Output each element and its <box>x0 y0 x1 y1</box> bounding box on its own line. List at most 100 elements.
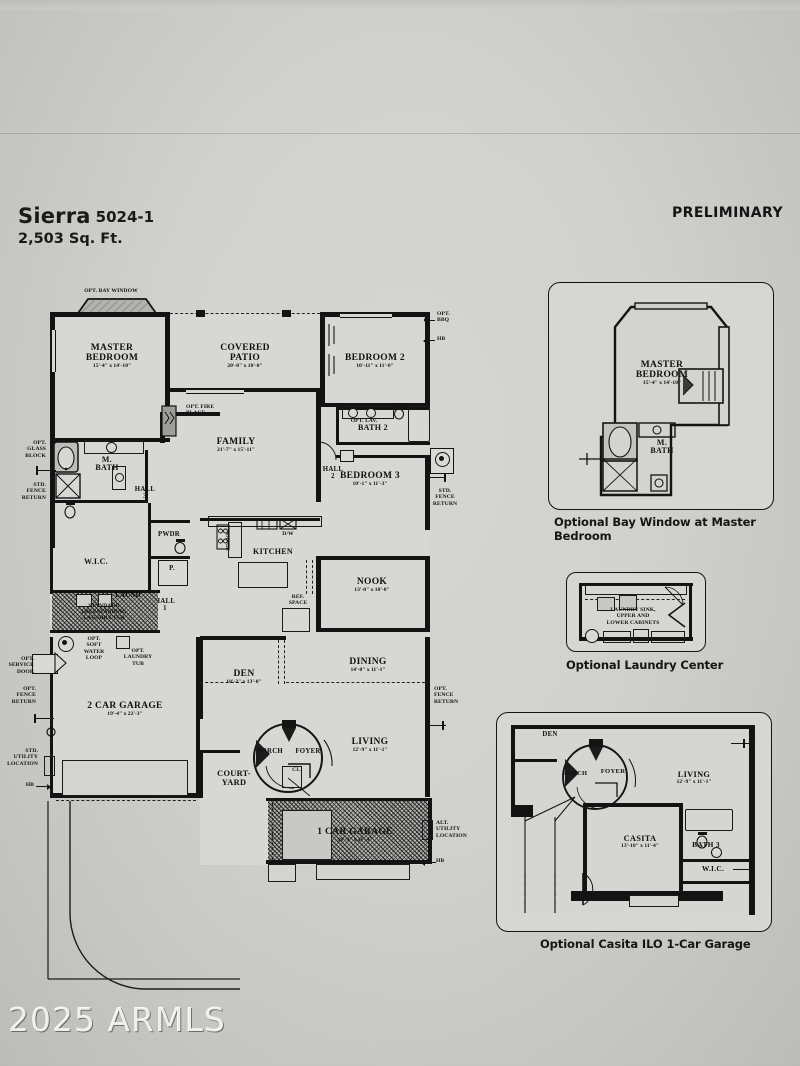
range-icon <box>216 524 230 550</box>
inset-casita-wall-mid-right <box>679 803 683 895</box>
inset-casita-rotunda <box>562 739 636 810</box>
bath2-vanity <box>342 406 394 419</box>
opt-laundry-tub-label: OPT. LAUNDRY TUB <box>123 648 153 667</box>
wall-courtyard-top <box>200 750 240 753</box>
opt-laundry-tub-box <box>116 636 130 649</box>
master-tub-icon <box>53 441 79 473</box>
bath2-tub <box>408 406 430 442</box>
opt-soft-water-loop-label: OPT. SOFT WATER LOOP <box>83 636 105 661</box>
inset-room-porch: PORCH <box>562 770 588 777</box>
wall-wic-left <box>50 548 53 594</box>
standard-laundry-tub-label: STANDARD FREESTANDING LAUNDRY TUB <box>81 603 127 621</box>
wall-garage2-left <box>50 637 53 797</box>
garage2-apron-dash <box>56 800 196 801</box>
wall-nook-right <box>425 556 430 632</box>
inset-room-den: DEN <box>542 731 558 738</box>
plan-body-fill-upper <box>50 312 430 637</box>
wall-mbath-bottom <box>52 500 148 503</box>
garage1-apron-left <box>268 864 296 882</box>
std-fence-return-left-label: STD. FENCE RETURN <box>21 482 46 501</box>
garage1-apron-center <box>316 864 410 880</box>
caption-bay-window: Optional Bay Window at Master Bedroom <box>554 515 756 543</box>
wall-bed3-right <box>425 455 430 530</box>
hb-alt-arrow <box>421 860 436 866</box>
inset-living-fence-tick <box>743 739 745 748</box>
inset-casita-wall-left <box>511 725 515 815</box>
alt-utility-location-label: ALT. UTILITY LOCATION <box>436 820 467 839</box>
wall-master-left <box>50 312 55 442</box>
hb-alt-label: HB <box>436 858 445 864</box>
inset-casita: DEN PORCH FOYER LIVING 12'-9" x 11'-1" <box>496 712 772 932</box>
kitchen-upper-counter <box>208 516 322 527</box>
room-dining: DINING 14'-0" x 11'-1" <box>349 657 387 674</box>
caption-laundry-center: Optional Laundry Center <box>566 658 724 672</box>
inset-bay-window: MASTER BEDROOM 15'-4" x 14'-10" M. BATH <box>548 282 774 510</box>
entry-rotunda <box>253 720 333 797</box>
inset-laundry-lower-cab-1 <box>603 631 631 643</box>
hb-garage-label: HB <box>25 782 34 788</box>
ref-space-label: REF. SPACE <box>288 594 308 607</box>
wall-bed2-left <box>320 312 325 407</box>
laundry-dryer-icon <box>98 594 112 607</box>
caption-casita: Optional Casita ILO 1-Car Garage <box>540 937 751 951</box>
inset-casita-wall-right <box>749 725 755 915</box>
scan-seam-line <box>0 133 800 134</box>
wall-nook-top <box>316 556 430 560</box>
wall-fireplace-top <box>160 412 220 416</box>
service-door-swing <box>54 651 67 675</box>
inset-laundry-wall-left <box>579 583 582 641</box>
nook-dash-1 <box>306 560 307 594</box>
inset-casita-courtyard-lines <box>524 796 594 913</box>
inset-room-casita: CASITA 13'-10" x 11'-4" <box>621 834 659 850</box>
garage1-inner-box <box>282 810 332 860</box>
master-vanity <box>84 440 144 454</box>
room-bedroom-2: BEDROOM 2 10'-11" x 11'-0" <box>345 353 405 370</box>
hb-garage-arrow <box>36 784 51 790</box>
garage1-dash-left <box>272 798 273 860</box>
inset-laundry-lower-cab-3 <box>651 631 685 643</box>
inset-laundry-center: LAUNDRY SINK, UPPER AND LOWER CABINETS <box>566 572 706 652</box>
lot-driveway-outline <box>47 801 240 990</box>
inset-den-wall <box>511 759 557 762</box>
inset-room-living: LIVING 12'-9" x 11'-1" <box>676 770 712 786</box>
foyer-closet-box <box>282 766 302 788</box>
dining-living-dash <box>286 682 430 683</box>
inset-casita-wall-bottom <box>583 891 723 897</box>
opt-service-door-label: OPT. SERVICE DOOR <box>8 656 34 675</box>
bed2-closet-doors <box>323 322 335 378</box>
inset-laundry-sink-icon <box>619 595 637 610</box>
wall-pwdr-bottom <box>148 556 190 559</box>
opt-fence-right-leader <box>426 725 446 726</box>
inset-laundry-door-swing <box>664 586 684 606</box>
opt-bbq-label: OPT. BBQ <box>437 311 450 324</box>
inset-casita-entry-step-right <box>677 891 723 901</box>
fence-return-right-leader <box>428 477 446 478</box>
inset-laundry-lower-cab-2 <box>633 629 649 643</box>
fence-return-left-leader <box>36 470 56 471</box>
room-hall-2: HALL 2 <box>322 466 344 481</box>
wall-courtyard-left <box>200 752 203 798</box>
inset-casita-toilet-icon <box>696 832 708 849</box>
inset-den-corner <box>511 805 533 817</box>
nook-dash-2 <box>312 560 313 594</box>
scan-edge-band <box>0 0 800 10</box>
bath2-toilet-icon <box>393 406 405 420</box>
range-label: RANGE <box>224 532 230 551</box>
patio-opening <box>186 389 244 394</box>
hall2-door-swing <box>319 441 337 461</box>
bath2-sink-2-icon <box>366 408 376 418</box>
room-wic: W.I.C. <box>84 557 108 566</box>
gas-meter-icon <box>46 727 56 741</box>
wall-bath2-top <box>336 407 430 410</box>
inset-room-wic: W.I.C. <box>701 864 725 873</box>
room-kitchen: KITCHEN <box>253 547 293 556</box>
inset-room-master-bath: M. BATH <box>650 438 674 456</box>
room-den: DEN 10'-3" x 13'-0" <box>226 669 262 686</box>
opt-glass-block-label: OPT. GLASS BLOCK <box>25 440 46 459</box>
den-dash <box>200 682 244 683</box>
bbq-leader <box>426 320 435 321</box>
opt-fence-right-tick <box>442 721 444 730</box>
room-hall-1: HALL 1 <box>154 598 176 613</box>
